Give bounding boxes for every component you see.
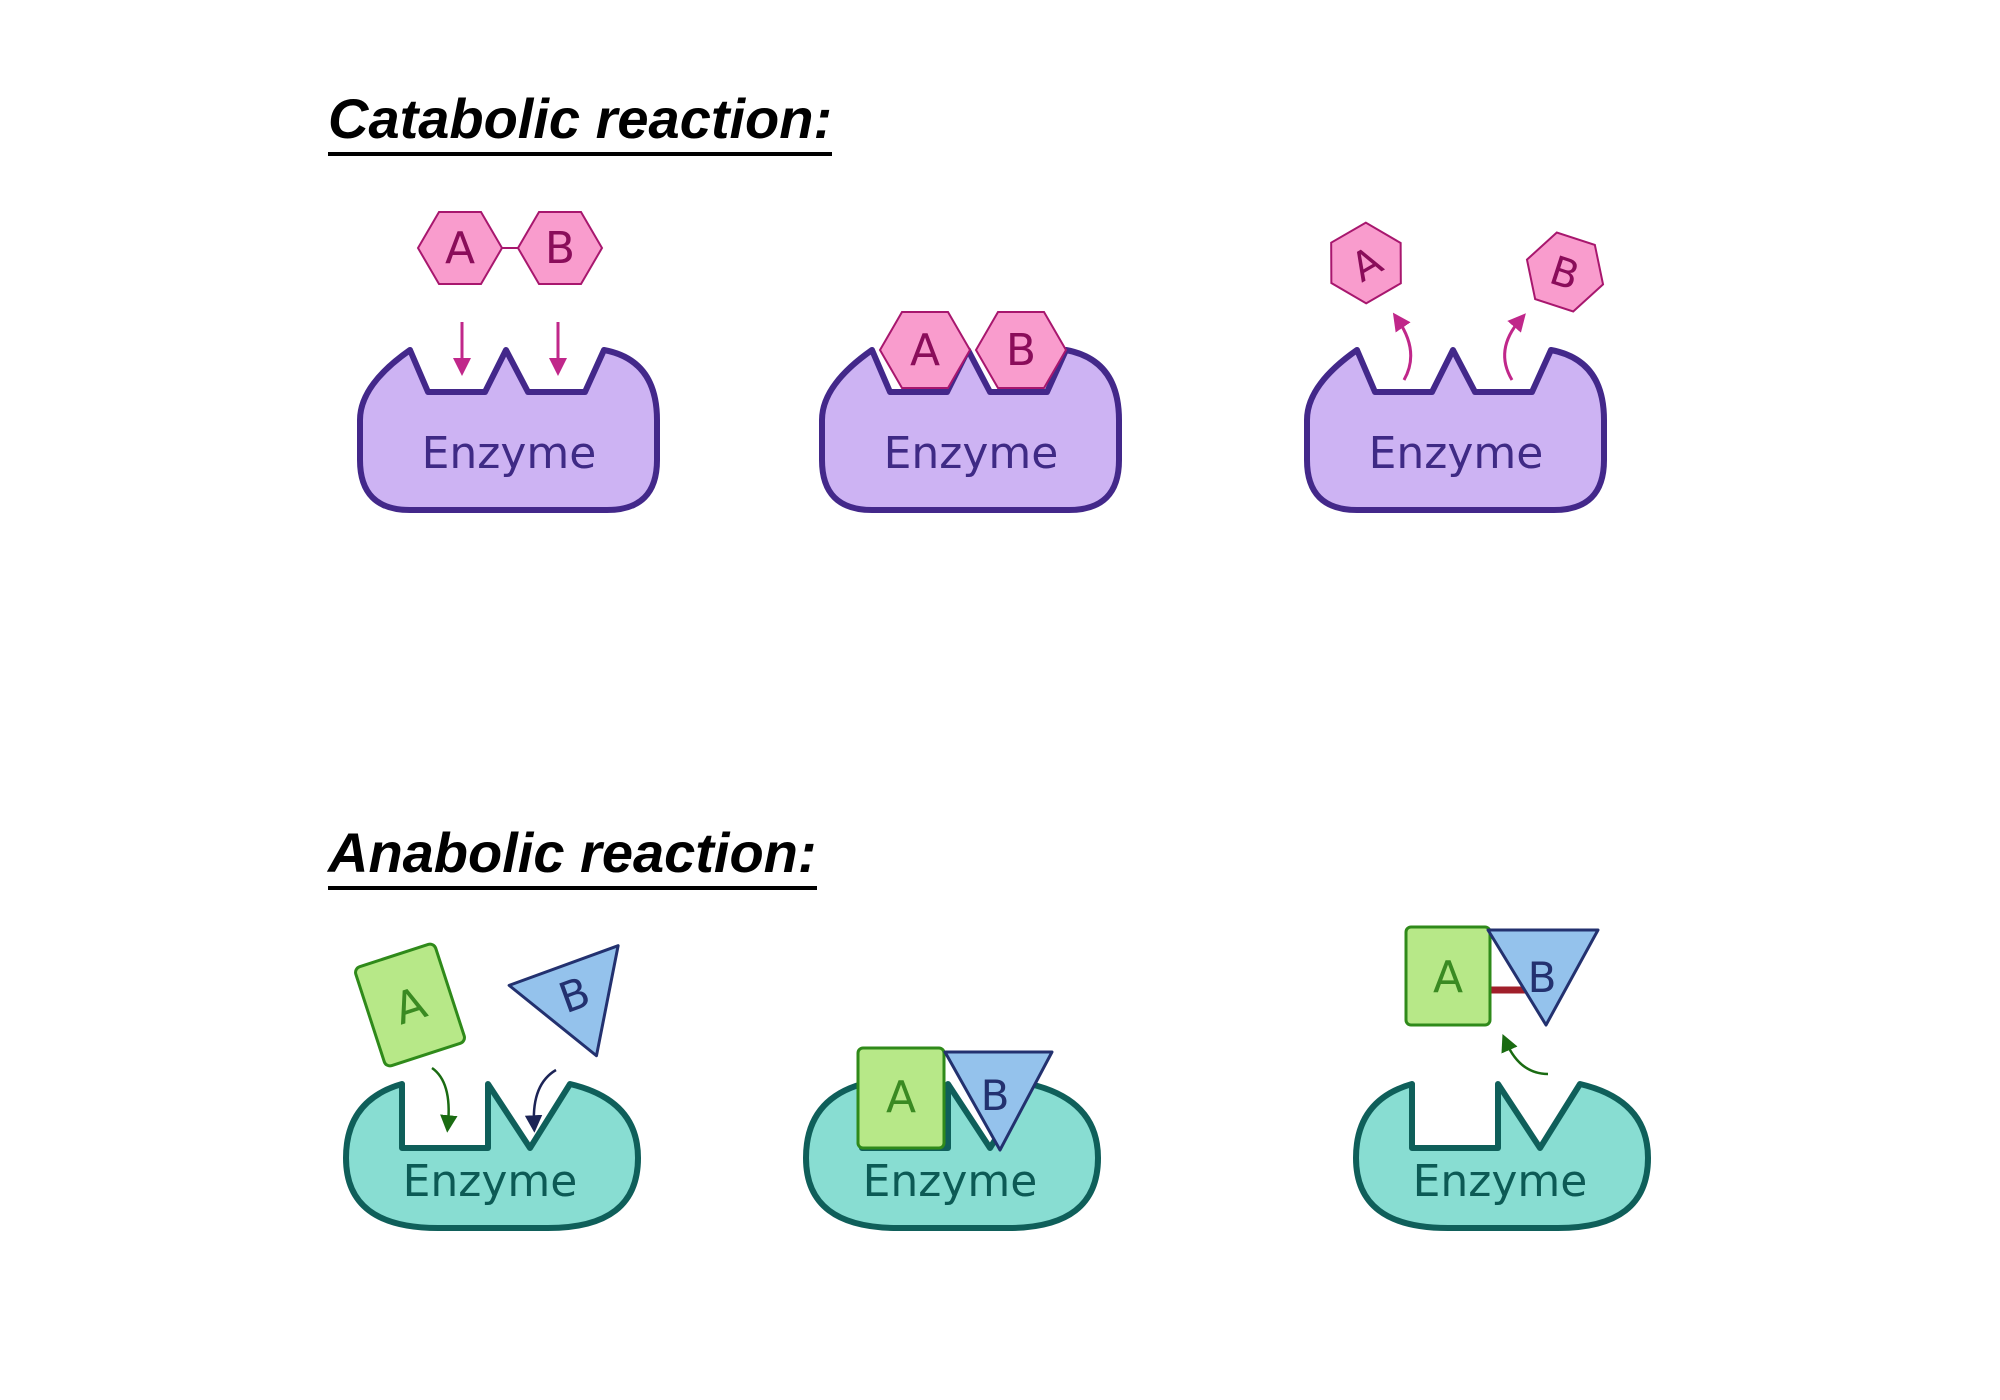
catabolic-title: Catabolic reaction:: [328, 88, 833, 156]
binding-arrow: [431, 1066, 458, 1133]
enzyme-label: Enzyme: [403, 1156, 578, 1207]
substrate-a-hexagon: [878, 311, 972, 389]
substrate-b-label: B: [981, 1071, 1010, 1120]
anabolic-stage-3: Enzyme A B: [1353, 925, 1651, 1231]
substrate-b-hexagon: [974, 311, 1068, 389]
release-arrow: [1501, 1033, 1549, 1076]
substrate-a-square: A: [354, 942, 466, 1068]
product-ab: A B: [1404, 925, 1600, 1027]
catabolic-stage-2: Enzyme A B: [819, 311, 1122, 513]
catabolic-stage-3: Enzyme A B: [1304, 221, 1607, 513]
substrate-b-triangle: [1486, 928, 1600, 1027]
catabolic-enzyme: Enzyme: [1304, 347, 1607, 513]
substrate-a-label: A: [910, 325, 940, 376]
substrate-b-label: B: [1528, 953, 1557, 1002]
anabolic-title: Anabolic reaction:: [328, 822, 817, 890]
substrate-a-square: A: [856, 1046, 946, 1150]
substrate-a-label: A: [886, 1072, 916, 1123]
release-arrow: [1503, 313, 1526, 381]
released-substrate-b: B: [1525, 231, 1605, 313]
substrate-a-square: [1404, 925, 1492, 1027]
anabolic-enzyme: Enzyme: [1353, 1081, 1651, 1231]
enzyme-label: Enzyme: [1413, 1156, 1588, 1207]
substrate-a-label: A: [445, 223, 475, 274]
catabolic-stage-1: Enzyme A B: [357, 211, 660, 513]
enzyme-label: Enzyme: [884, 428, 1059, 479]
substrate-a-hexagon: [416, 211, 504, 285]
enzyme-label: Enzyme: [863, 1156, 1038, 1207]
anabolic-enzyme: Enzyme: [803, 1081, 1101, 1231]
catabolic-enzyme: Enzyme: [819, 347, 1122, 513]
enzyme-label: Enzyme: [422, 428, 597, 479]
released-substrate-a: A: [1330, 221, 1402, 305]
substrate-b-label: B: [545, 223, 575, 274]
release-arrow: [1392, 312, 1413, 381]
substrate-a-label: A: [1433, 952, 1463, 1003]
anabolic-stage-2: Enzyme A B: [803, 1046, 1101, 1231]
substrate-b-label: B: [1006, 325, 1036, 376]
substrate-b-triangle: B: [943, 1050, 1054, 1152]
binding-arrow: [524, 1068, 557, 1133]
substrate-ab-complex: A B: [416, 211, 604, 285]
substrate-ab-bound: A B: [878, 311, 1068, 389]
substrate-b-triangle: B: [507, 944, 620, 1058]
substrate-b-hexagon: [516, 211, 604, 285]
anabolic-enzyme: Enzyme: [343, 1081, 641, 1231]
enzyme-label: Enzyme: [1369, 428, 1544, 479]
anabolic-stage-1: Enzyme A B: [343, 942, 641, 1231]
catabolic-enzyme: Enzyme: [357, 347, 660, 513]
